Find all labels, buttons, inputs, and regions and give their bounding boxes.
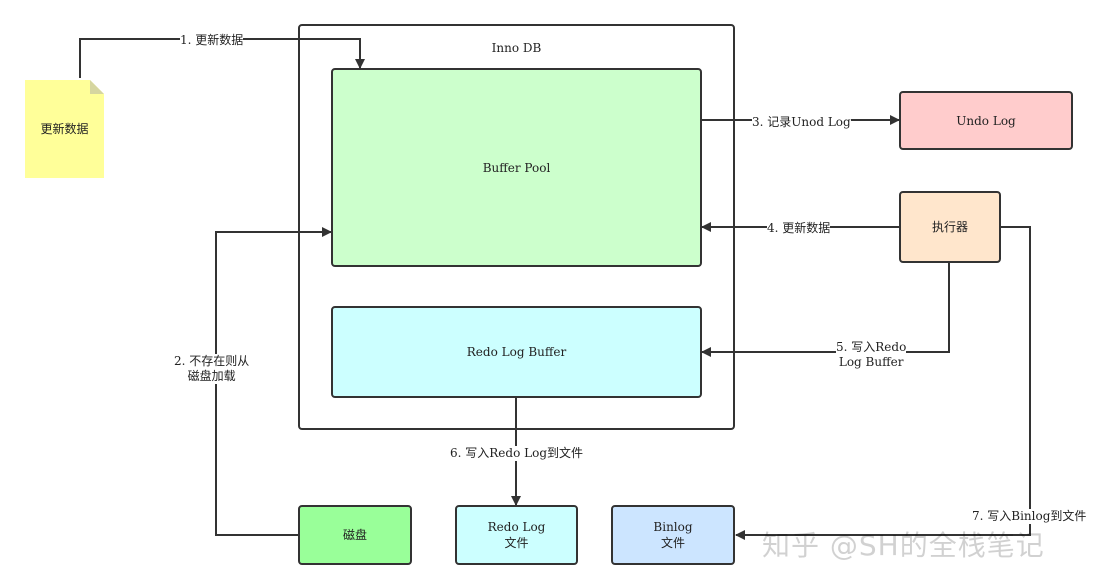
update-data-document: 更新数据 [25,80,104,178]
document-shape [25,80,104,178]
edge-4-label: 4. 更新数据 [767,221,831,236]
disk-box: 磁盘 [298,505,412,565]
innodb-container: Inno DB [298,24,735,430]
binlog-file-box: Binlog 文件 [611,505,735,565]
innodb-title: Inno DB [491,41,542,55]
edge-7-line [735,226,1031,540]
undo-log-label: Undo Log [956,113,1016,128]
redo-log-buffer-label: Redo Log Buffer [466,345,567,359]
edge-6-label: 6. 写入Redo Log到文件 [450,446,583,461]
buffer-pool-box: Buffer Pool [331,68,702,267]
redo-log-file-label: Redo Log 文件 [487,520,546,550]
redo-log-buffer-box: Redo Log Buffer [331,306,702,398]
edge-7-label: 7. 写入Binlog到文件 [972,509,1087,524]
disk-label: 磁盘 [342,528,367,542]
buffer-pool-label: Buffer Pool [482,160,551,175]
edge-3-label: 3. 记录Unod Log [752,115,851,130]
edge-5-label: 5. 写入Redo Log Buffer [836,340,907,370]
executor-label: 执行器 [931,220,968,234]
undo-log-box: Undo Log [899,91,1073,150]
watermark: 知乎 @SH的全栈笔记 [762,529,1045,562]
update-data-document-label: 更新数据 [40,122,89,136]
redo-log-file-box: Redo Log 文件 [455,505,578,565]
document-fold [90,80,104,94]
binlog-file-label: Binlog 文件 [653,520,693,550]
executor-box: 执行器 [899,191,1001,263]
edge-2-label: 2. 不存在则从 磁盘加载 [174,354,250,384]
edge-1-label: 1. 更新数据 [180,33,244,48]
edge-5-line [701,262,950,357]
